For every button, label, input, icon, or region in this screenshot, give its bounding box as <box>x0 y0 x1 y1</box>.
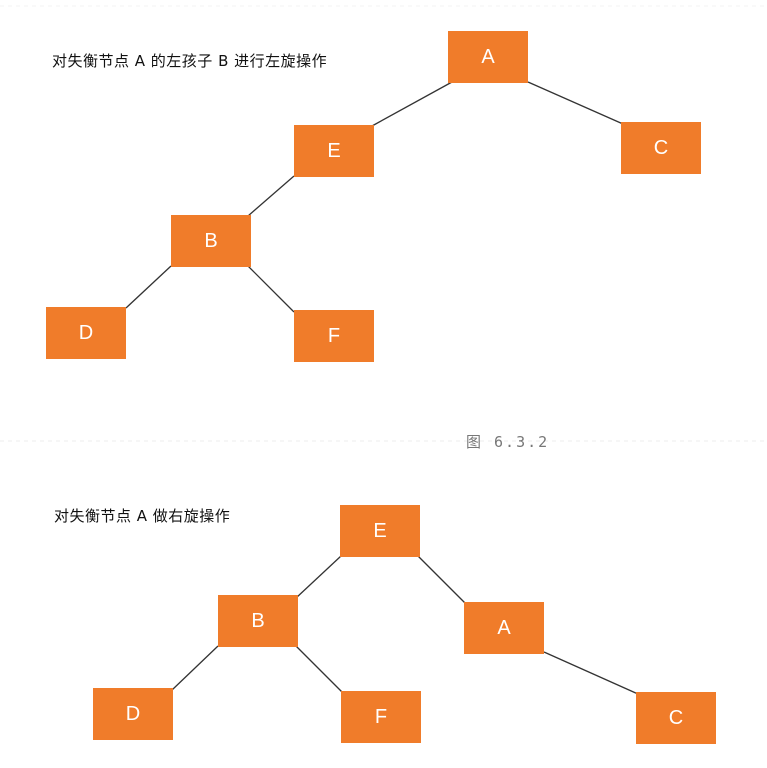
figure-caption: 图 6.3.2 <box>466 433 550 451</box>
edge-a-e <box>371 81 453 127</box>
figure2-node-a: A <box>464 602 544 654</box>
figure1-description: 对失衡节点 A 的左孩子 B 进行左旋操作 <box>52 52 328 70</box>
figure1-node-a: A <box>448 31 528 83</box>
edge-e-b <box>295 555 342 599</box>
edge-a-c <box>527 81 624 125</box>
edge-b-d <box>171 645 219 691</box>
edge-b-f <box>247 265 295 313</box>
figure1-node-f: F <box>294 310 374 362</box>
figure2-node-d: D <box>93 688 173 740</box>
figure1-node-b: B <box>171 215 251 267</box>
edge-e-a <box>417 555 467 605</box>
figure2-node-c: C <box>636 692 716 744</box>
figure2-node-e: E <box>340 505 420 557</box>
edge-a-c <box>543 651 639 695</box>
figure2-node-f: F <box>341 691 421 743</box>
figure1-node-c: C <box>621 122 701 174</box>
edge-e-b <box>247 175 295 217</box>
figure2-node-b: B <box>218 595 298 647</box>
figure1-node-e: E <box>294 125 374 177</box>
edge-b-f <box>295 645 343 693</box>
figure2-description: 对失衡节点 A 做右旋操作 <box>54 507 231 525</box>
edge-b-d <box>125 265 172 309</box>
figure1-node-d: D <box>46 307 126 359</box>
